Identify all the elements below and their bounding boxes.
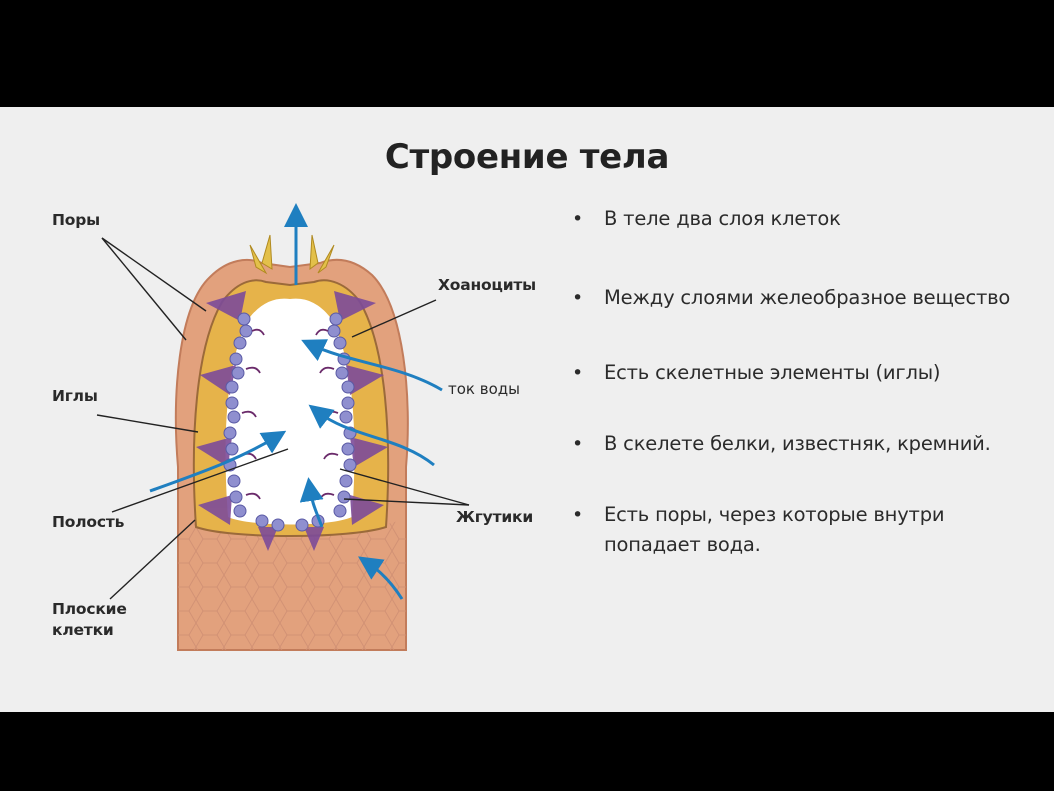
bullet-text: Есть скелетные элементы (иглы) — [604, 361, 941, 384]
bullet-item: • Есть поры, через которые внутри попада… — [570, 500, 1040, 560]
water-flow-arrows — [149, 203, 443, 600]
bullet-item: • Есть скелетные элементы (иглы) — [570, 358, 1040, 388]
bullet-text: Между слоями желеобразное вещество — [604, 286, 1011, 309]
label-flat-cells: Плоские клетки — [52, 599, 127, 641]
label-pores: Поры — [52, 211, 100, 229]
label-spicules: Иглы — [52, 387, 98, 405]
label-choanocytes: Хоаноциты — [438, 276, 536, 294]
bullet-text: В скелете белки, известняк, кремний. — [604, 432, 991, 455]
label-flat-cells-line1: Плоские — [52, 600, 127, 618]
bullet-text: В теле два слоя клеток — [604, 207, 841, 230]
sponge-diagram — [96, 203, 470, 651]
label-flagella: Жгутики — [456, 508, 534, 526]
label-water-flow: ток воды — [448, 380, 520, 398]
bullet-marker: • — [572, 504, 584, 526]
choanocytes — [223, 312, 357, 532]
label-flat-cells-line2: клетки — [52, 621, 114, 639]
leader-lines — [96, 237, 470, 600]
bullet-marker: • — [572, 362, 584, 384]
bullet-marker: • — [572, 433, 584, 455]
slide-title: Строение тела — [384, 137, 670, 177]
bullet-marker: • — [572, 208, 584, 230]
bullet-item: • В теле два слоя клеток — [570, 204, 1040, 234]
bullet-list: • В теле два слоя клеток • Между слоями … — [570, 202, 1040, 560]
label-cavity: Полость — [52, 513, 125, 531]
bullet-marker: • — [572, 287, 584, 309]
bullet-text: Есть поры, через которые внутри попадает… — [604, 503, 945, 556]
crown-spikes — [249, 234, 335, 275]
flat-cells-layer — [178, 517, 406, 650]
bullet-item: • В скелете белки, известняк, кремний. — [570, 429, 1040, 459]
bullet-item: • Между слоями желеобразное вещество — [570, 283, 1040, 313]
slide: Строение тела • В теле два слоя клеток •… — [0, 107, 1054, 712]
